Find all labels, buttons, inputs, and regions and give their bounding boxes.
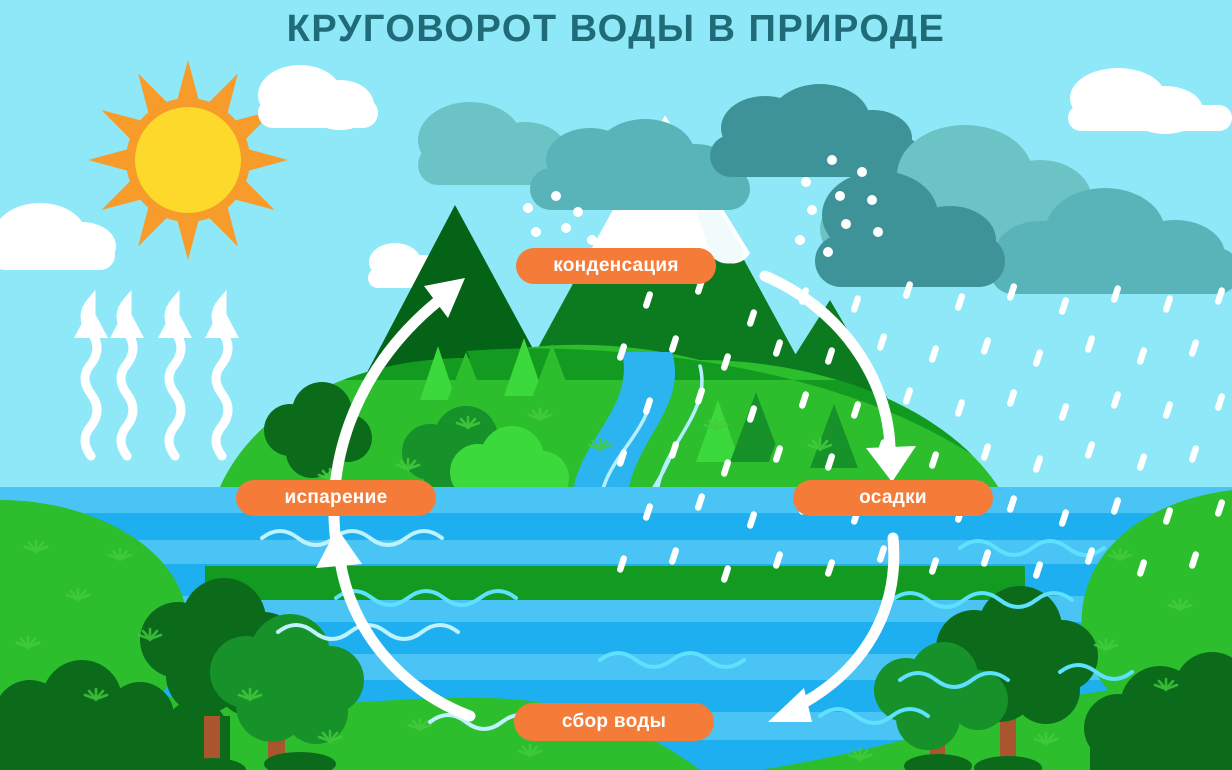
cloud-icon [0, 203, 116, 270]
label-evaporation[interactable]: испарение [236, 480, 436, 516]
cloud-icon [258, 65, 378, 130]
cloud-icon [530, 119, 750, 210]
cloud-icon [710, 84, 920, 177]
label-condensation[interactable]: конденсация [516, 248, 716, 284]
tree-icon [1084, 652, 1232, 770]
curved-arrow-up-icon [328, 278, 465, 561]
sun-icon [88, 60, 288, 260]
white-clouds-group [0, 65, 1232, 288]
cloud-icon [815, 171, 1005, 287]
tree-icon [420, 338, 858, 468]
page-title: КРУГОВОРОТ ВОДЫ В ПРИРОДЕ [286, 8, 946, 50]
wavy-arrow-head-icon [74, 306, 239, 338]
wave-decoration [334, 539, 1134, 725]
label-collection[interactable]: сбор воды [514, 703, 714, 741]
teal-clouds-group [418, 84, 1232, 294]
curved-arrow-left-icon [316, 528, 476, 722]
curved-arrow-right-icon [768, 532, 900, 722]
snow-icon [523, 155, 883, 259]
curved-arrow-down-icon [759, 270, 916, 482]
label-precipitation[interactable]: осадки [793, 480, 993, 516]
tree-icon [210, 614, 364, 770]
cloud-icon [990, 188, 1232, 294]
cloud-icon [1068, 68, 1232, 134]
